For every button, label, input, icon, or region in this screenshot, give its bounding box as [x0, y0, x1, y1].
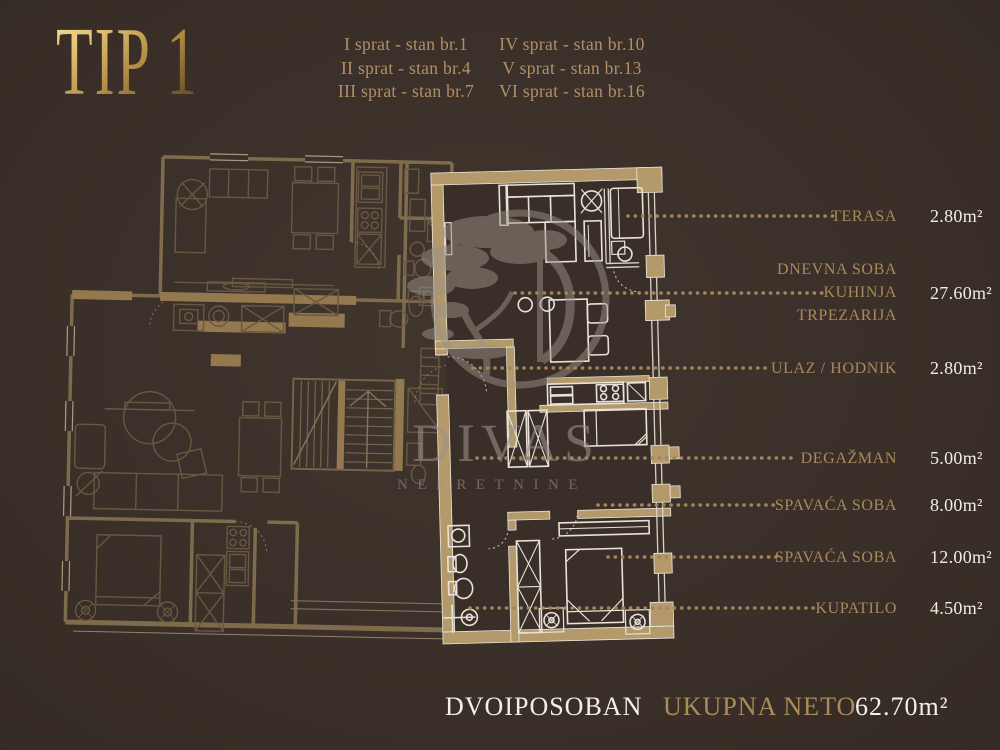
staircase — [290, 377, 397, 472]
floor-list-item: III sprat - stan br.7 — [337, 81, 475, 101]
room-label-degazman: DEGAŽMAN — [800, 450, 897, 467]
room-area-spavaca-2: 12.00m² — [930, 547, 992, 567]
room-label-spavaca-soba-2: SPAVAĆA SOBA — [774, 549, 897, 566]
room-label-terasa: TERASA — [831, 208, 897, 225]
floor-list-column-2: IV sprat - stan br.10 V sprat - stan br.… — [487, 33, 657, 104]
neighbor-building — [61, 153, 459, 640]
bright-wall-segments — [72, 290, 405, 472]
room-area-kupatilo: 4.50m² — [930, 598, 983, 618]
room-area-terasa: 2.80m² — [930, 206, 983, 226]
floor-list-column-1: I sprat - stan br.1 II sprat - stan br.4… — [330, 33, 482, 104]
apartment-type-label: DVOIPOSOBAN — [445, 692, 643, 721]
neighbor-furniture-band — [172, 281, 439, 334]
room-label-ulaz-hodnik: ULAZ / HODNIK — [770, 360, 897, 377]
room-area-ulaz: 2.80m² — [930, 358, 983, 378]
unit-furniture — [443, 182, 651, 635]
neighbor-furniture-left — [73, 198, 443, 632]
floor-list-item: II sprat - stan br.4 — [341, 57, 471, 78]
net-area-value: 62.70m² — [855, 692, 949, 721]
room-area-spavaca-1: 8.00m² — [930, 495, 983, 515]
watermark-subtitle: NEKRETNINE — [397, 477, 587, 493]
page-title: TIP 1 — [56, 8, 199, 115]
room-area-dnevna: 27.60m² — [930, 283, 992, 303]
room-area-degazman: 5.00m² — [930, 448, 983, 468]
room-label-spavaca-soba-1: SPAVAĆA SOBA — [774, 497, 897, 514]
watermark-brand: DIVAS — [412, 413, 601, 473]
floor-list-item: V sprat - stan br.13 — [502, 57, 642, 78]
floor-list-item: VI sprat - stan br.16 — [499, 81, 645, 101]
room-label-dnevna-kuhinja-trpezarija: DNEVNA SOBA KUHINJA TRPEZARIJA — [777, 261, 897, 324]
watermark-logo — [407, 209, 610, 389]
room-label-kupatilo: KUPATILO — [815, 600, 897, 617]
floor-list-item: IV sprat - stan br.10 — [499, 34, 645, 54]
net-area-label: UKUPNA NETO — [663, 692, 857, 721]
floor-list-item: I sprat - stan br.1 — [344, 34, 468, 54]
neighbor-furniture-top — [174, 165, 449, 289]
